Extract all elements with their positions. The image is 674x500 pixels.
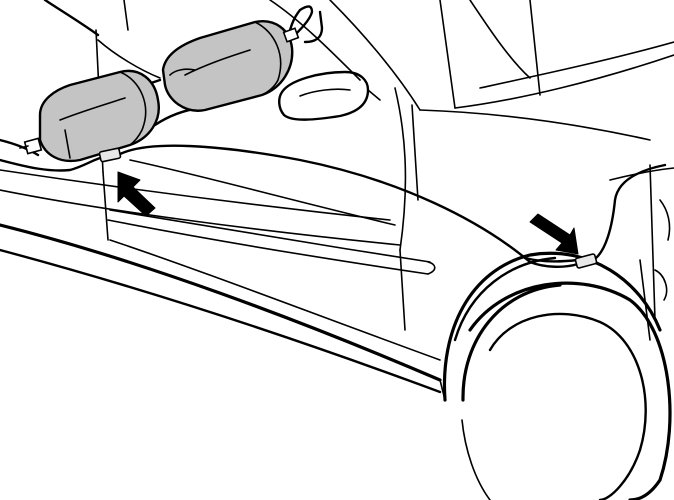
fuel-tank-rear — [19, 69, 160, 163]
fuel-tank-front — [161, 20, 300, 112]
fuel-line-connector-front — [98, 147, 122, 163]
fuel-line-connector-rear — [574, 253, 598, 269]
arrow-icon — [529, 213, 579, 255]
arrow-icon — [117, 171, 156, 217]
